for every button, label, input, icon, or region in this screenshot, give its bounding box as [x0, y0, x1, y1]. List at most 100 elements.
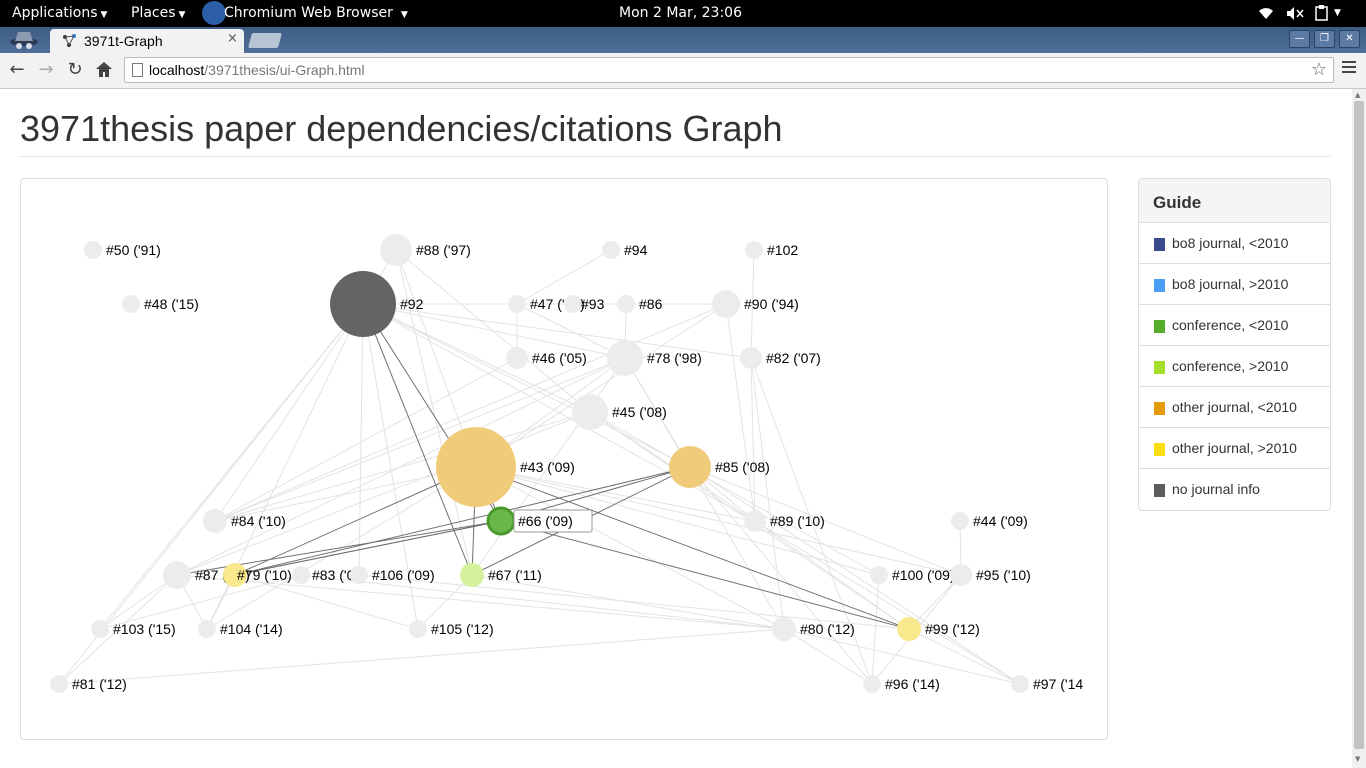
graph-node-90[interactable] — [712, 290, 740, 318]
tab-close-icon[interactable]: × — [227, 31, 238, 46]
graph-node-104[interactable] — [198, 620, 216, 638]
graph-favicon-icon — [63, 34, 76, 47]
graph-node-83[interactable] — [292, 566, 310, 584]
places-menu[interactable]: Places▼ — [131, 5, 186, 21]
graph-node-43[interactable] — [436, 427, 516, 507]
graph-node-106[interactable] — [350, 566, 368, 584]
graph-node-label: #80 ('12) — [800, 621, 855, 637]
volume-muted-icon[interactable] — [1286, 6, 1304, 21]
guide-item: no journal info — [1139, 469, 1330, 509]
graph-node-46[interactable] — [506, 347, 528, 369]
graph-edge — [214, 303, 364, 522]
forward-arrow-icon[interactable]: → — [38, 59, 54, 80]
user-menu-caret-icon[interactable]: ▼ — [1334, 8, 1341, 18]
applications-menu[interactable]: Applications▼ — [12, 5, 108, 21]
close-window-button[interactable]: ✕ — [1339, 30, 1360, 48]
graph-edge — [234, 520, 502, 576]
back-arrow-icon[interactable]: ← — [9, 59, 25, 80]
graph-node-label: #86 — [639, 296, 663, 312]
clock[interactable]: Mon 2 Mar, 23:06 — [619, 5, 742, 21]
graph-node-50[interactable] — [84, 241, 102, 259]
graph-node-85[interactable] — [669, 446, 711, 488]
graph-node-84[interactable] — [203, 509, 227, 533]
legend-swatch — [1154, 361, 1165, 374]
graph-edge — [58, 303, 364, 685]
graph-node-97[interactable] — [1011, 675, 1029, 693]
graph-node-label: #99 ('12) — [925, 621, 980, 637]
wifi-icon[interactable] — [1258, 6, 1274, 20]
legend-swatch — [1154, 484, 1165, 497]
graph-node-79[interactable] — [223, 563, 247, 587]
graph-edge — [362, 303, 626, 359]
graph-node-105[interactable] — [409, 620, 427, 638]
graph-node-99[interactable] — [897, 617, 921, 641]
bookmark-star-icon[interactable]: ☆ — [1310, 59, 1327, 80]
graph-edge — [689, 466, 873, 685]
url-text[interactable]: localhost/3971thesis/ui-Graph.html — [149, 62, 365, 78]
citation-graph[interactable]: #50 ('91)#48 ('15)#88 ('97)#92#94#102#47… — [21, 179, 1107, 739]
graph-node-label: #93 — [581, 296, 605, 312]
graph-node-93[interactable] — [564, 295, 582, 313]
graph-node-87[interactable] — [163, 561, 191, 589]
scroll-down-arrow-icon[interactable]: ▼ — [1355, 755, 1361, 763]
graph-node-86[interactable] — [617, 295, 635, 313]
graph-node-48[interactable] — [122, 295, 140, 313]
graph-edge — [300, 574, 785, 630]
guide-item: conference, <2010 — [1139, 305, 1330, 346]
graph-node-67[interactable] — [460, 563, 484, 587]
clipboard-icon[interactable] — [1315, 5, 1329, 21]
graph-node-label: #79 ('10) — [237, 567, 292, 583]
new-tab-button[interactable] — [247, 33, 283, 48]
guide-item: bo8 journal, <2010 — [1139, 223, 1330, 264]
graph-node-label: #45 ('08) — [612, 404, 667, 420]
guide-item: other journal, <2010 — [1139, 387, 1330, 428]
graph-node-92[interactable] — [330, 271, 396, 337]
graph-node-47[interactable] — [508, 295, 526, 313]
vertical-scrollbar[interactable]: ▲ ▼ — [1352, 89, 1366, 768]
graph-node-81[interactable] — [50, 675, 68, 693]
guide-item: conference, >2010 — [1139, 346, 1330, 387]
scrollbar-thumb[interactable] — [1354, 101, 1364, 749]
graph-node-102[interactable] — [745, 241, 763, 259]
graph-edge — [475, 466, 785, 630]
graph-edge — [475, 303, 727, 468]
address-bar[interactable]: localhost/3971thesis/ui-Graph.html ☆ — [124, 57, 1334, 83]
graph-edge — [475, 466, 962, 576]
graph-edge — [176, 574, 785, 630]
graph-node-44[interactable] — [951, 512, 969, 530]
graph-node-88[interactable] — [380, 234, 412, 266]
graph-node-label: #78 ('98) — [647, 350, 702, 366]
chrome-menu-icon[interactable] — [1342, 61, 1356, 76]
graph-node-89[interactable] — [744, 510, 766, 532]
graph-edge — [750, 249, 755, 359]
graph-node-103[interactable] — [91, 620, 109, 638]
graph-node-45[interactable] — [572, 394, 608, 430]
graph-edge — [475, 466, 910, 630]
reload-icon[interactable]: ↻ — [67, 59, 83, 80]
graph-edge — [783, 628, 1021, 685]
graph-edge — [500, 520, 910, 630]
guide-item-label: other journal, <2010 — [1172, 399, 1297, 415]
graph-node-66[interactable] — [486, 506, 516, 536]
graph-node-80[interactable] — [772, 617, 796, 641]
graph-node-label: #100 ('09) — [892, 567, 955, 583]
home-icon[interactable] — [95, 61, 113, 78]
scroll-up-arrow-icon[interactable]: ▲ — [1355, 91, 1361, 99]
active-app-menu[interactable]: Chromium Web Browser▼ — [224, 5, 408, 21]
tab-3971t-graph[interactable]: 3971t-Graph × — [50, 29, 244, 53]
graph-node-95[interactable] — [950, 564, 972, 586]
graph-edge — [362, 303, 419, 630]
graph-edge — [908, 574, 962, 630]
graph-node-label: #85 ('08) — [715, 459, 770, 475]
graph-node-100[interactable] — [870, 566, 888, 584]
graph-node-82[interactable] — [740, 347, 762, 369]
minimize-button[interactable]: — — [1289, 30, 1310, 48]
graph-node-78[interactable] — [607, 340, 643, 376]
graph-edge — [362, 303, 691, 468]
node-tooltip — [513, 509, 593, 533]
graph-edge — [689, 466, 962, 576]
graph-node-94[interactable] — [602, 241, 620, 259]
graph-edge — [234, 574, 419, 630]
restore-button[interactable]: ❐ — [1314, 30, 1335, 48]
graph-node-96[interactable] — [863, 675, 881, 693]
